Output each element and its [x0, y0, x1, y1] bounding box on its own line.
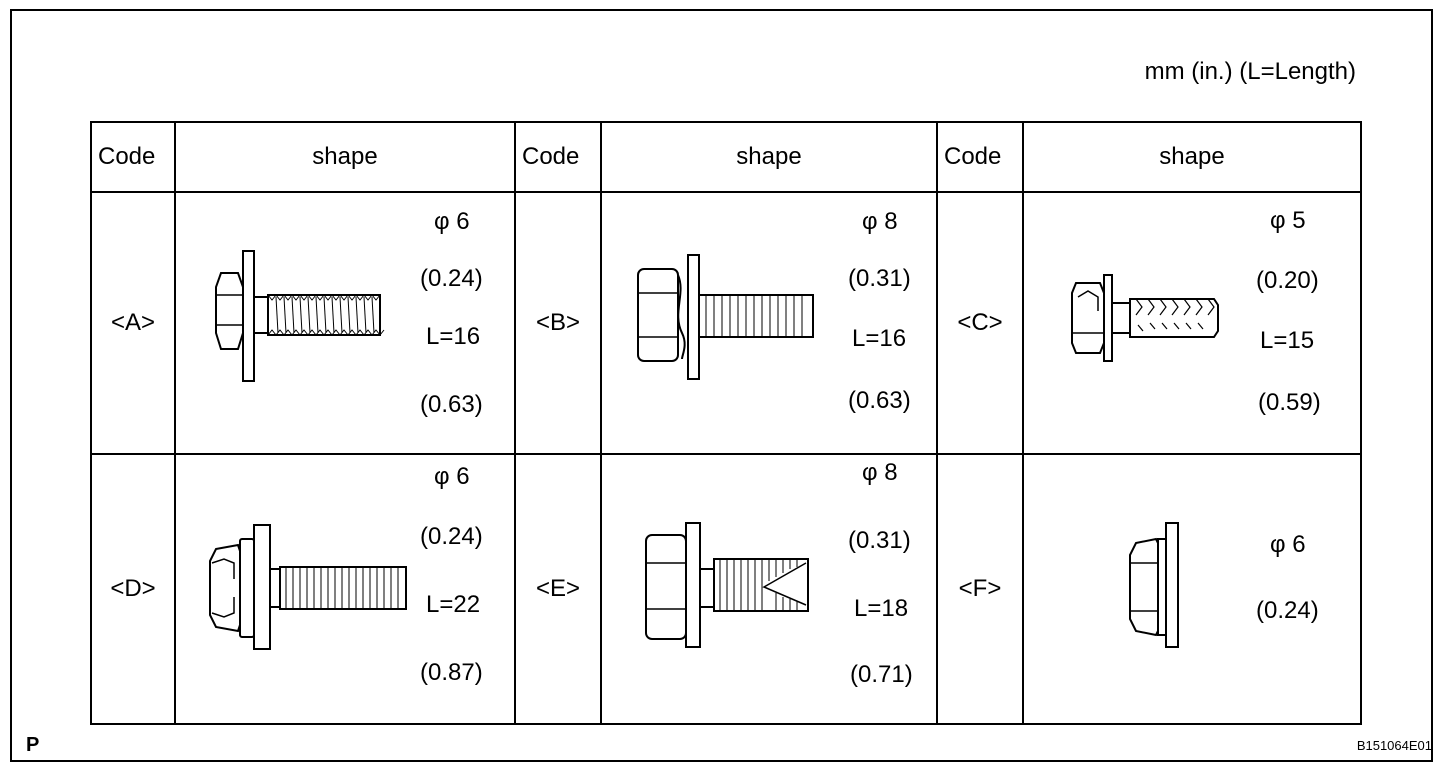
bolt-f-diameter: φ 6	[1270, 531, 1306, 558]
code-header: Code	[90, 121, 176, 193]
header-row: Code shape Code shape Code shape	[90, 121, 1362, 193]
code-header: Code	[936, 121, 1024, 193]
bolt-a-drawing	[215, 250, 385, 382]
figure-id: B151064E01	[1356, 738, 1432, 753]
shape-header: shape	[1022, 121, 1362, 193]
bolt-e-length: L=18	[854, 595, 909, 622]
bolt-shape-c: φ 5 (0.20) L=15 (0.59)	[1022, 191, 1362, 455]
bolt-c-length: L=15	[1260, 327, 1315, 354]
bolt-code-c: <C>	[936, 191, 1024, 455]
shape-header: shape	[174, 121, 516, 193]
bolt-shape-e: φ 8 (0.31) L=18 (0.71)	[600, 453, 938, 725]
bolt-row: <D>	[90, 453, 1362, 725]
bolt-a-length: L=16	[426, 323, 481, 350]
bolt-code-d: <D>	[90, 453, 176, 725]
bolt-f-drawing	[1129, 522, 1179, 648]
bolt-code-e: <E>	[514, 453, 602, 725]
bolt-b-diameter-in: (0.31)	[848, 265, 911, 292]
bolt-b-length-in: (0.63)	[848, 387, 911, 414]
bolt-b-diameter: φ 8	[862, 208, 898, 235]
diagram-frame	[10, 9, 1433, 762]
bolt-c-diameter: φ 5	[1270, 207, 1306, 234]
code-header: Code	[514, 121, 602, 193]
bolt-spec-table: Code shape Code shape Code shape <A>	[90, 121, 1362, 725]
bolt-f-diameter-in: (0.24)	[1256, 597, 1319, 624]
bolt-e-diameter: φ 8	[862, 459, 898, 486]
bolt-e-drawing	[645, 522, 809, 648]
bolt-d-drawing	[209, 524, 407, 650]
bolt-e-diameter-in: (0.31)	[848, 527, 911, 554]
bolt-code-f: <F>	[936, 453, 1024, 725]
bolt-e-length-in: (0.71)	[850, 661, 913, 688]
bolt-code-a: <A>	[90, 191, 176, 455]
bolt-shape-a: φ 6 (0.24) L=16 (0.63)	[174, 191, 516, 455]
bolt-a-diameter-in: (0.24)	[420, 265, 483, 292]
bolt-d-diameter: φ 6	[434, 463, 470, 490]
bolt-a-diameter: φ 6	[434, 208, 470, 235]
bolt-b-drawing	[637, 254, 814, 380]
bolt-c-length-in: (0.59)	[1258, 389, 1321, 416]
bolt-c-diameter-in: (0.20)	[1256, 267, 1319, 294]
bolt-code-b: <B>	[514, 191, 602, 455]
units-note: mm (in.) (L=Length)	[1144, 58, 1356, 85]
bolt-row: <A>	[90, 191, 1362, 455]
bolt-shape-b: φ 8 (0.31) L=16 (0.63)	[600, 191, 938, 455]
bolt-shape-d: φ 6 (0.24) L=22 (0.87)	[174, 453, 516, 725]
bolt-shape-f: φ 6 (0.24)	[1022, 453, 1362, 725]
bolt-a-length-in: (0.63)	[420, 391, 483, 418]
bolt-d-length-in: (0.87)	[420, 659, 483, 686]
bolt-c-drawing	[1071, 274, 1219, 362]
page-tag: P	[26, 734, 40, 756]
bolt-d-diameter-in: (0.24)	[420, 523, 483, 550]
bolt-b-length: L=16	[852, 325, 907, 352]
bolt-d-length: L=22	[426, 591, 481, 618]
shape-header: shape	[600, 121, 938, 193]
